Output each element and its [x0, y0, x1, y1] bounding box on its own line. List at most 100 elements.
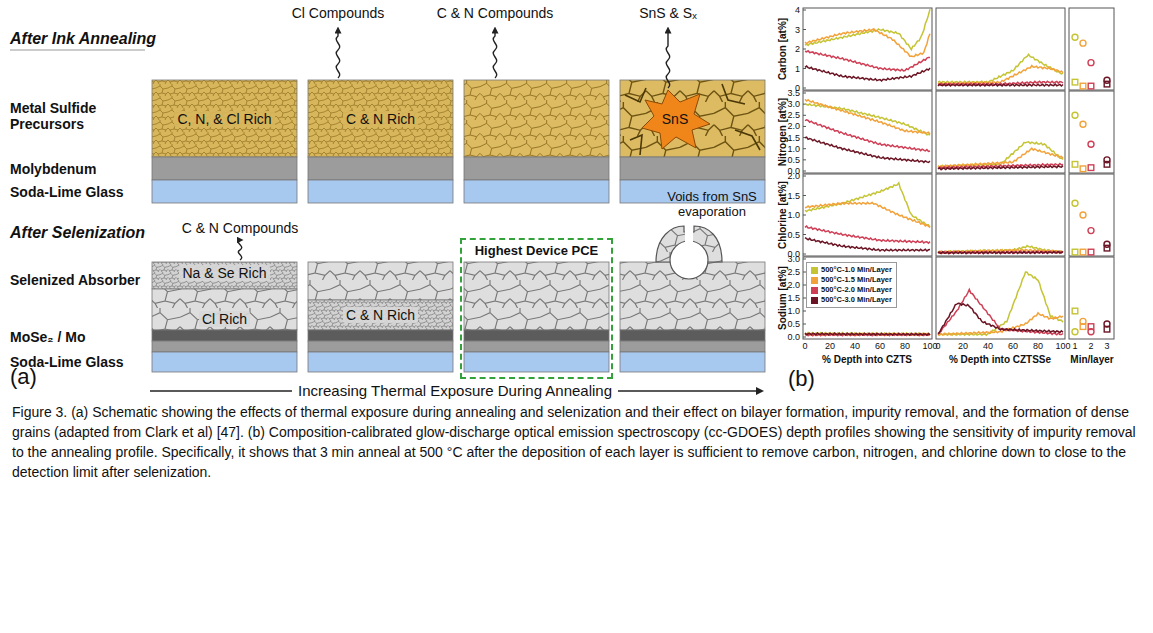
legend-entry: 500°C-2.0 Min/Layer [811, 285, 892, 295]
label: Voids from SnS evaporation [656, 190, 768, 220]
plot-frame [1069, 174, 1114, 256]
label: 0 [935, 341, 940, 351]
label: 2 [795, 44, 800, 54]
layer-note: Na & Se Rich [179, 265, 269, 281]
profile-curve [805, 9, 930, 50]
tick [803, 195, 806, 196]
label: MoSe₂ / Mo [10, 329, 85, 345]
profile-curve [938, 289, 1063, 334]
data-point [1104, 77, 1110, 83]
legend-text: 500°C-2.0 Min/Layer [821, 285, 892, 295]
plot-frame [936, 8, 1065, 90]
evolving-gas [238, 30, 669, 260]
label: 60 [875, 341, 885, 351]
label: 80 [900, 341, 910, 351]
label: 1.5 [787, 132, 800, 142]
plot-frame [803, 257, 932, 339]
precursor-layer: C, N, & Cl Rich [152, 80, 297, 157]
label: 2.0 [787, 121, 800, 131]
highlight-box: Highest Device PCE [460, 238, 613, 379]
legend-text: 500°C-1.0 Min/Layer [821, 265, 892, 275]
top-stacks [152, 80, 765, 203]
profile-curve [805, 29, 930, 57]
tick [803, 93, 806, 94]
profile-curve [938, 246, 1063, 253]
plot-frame [803, 8, 932, 90]
gdoes-plots [803, 8, 1114, 339]
profile-curve [805, 99, 930, 134]
tick [803, 29, 806, 30]
profile-curve [938, 251, 1063, 253]
label: C & N Compounds [182, 220, 299, 236]
data-point [1088, 249, 1094, 255]
profile-curve [938, 54, 1063, 83]
tick [803, 159, 806, 160]
data-point [1104, 81, 1110, 87]
legend-text: 500°C-1.5 Min/Layer [821, 275, 892, 285]
data-point [1088, 228, 1094, 234]
plot-frame [936, 91, 1065, 173]
label: 100 [922, 341, 937, 351]
label: 60 [1008, 341, 1018, 351]
label: 1.5 [787, 190, 800, 200]
label: 3.0 [787, 254, 800, 264]
data-point [1080, 212, 1086, 218]
label: 20 [958, 341, 968, 351]
layer-note: Cl Rich [199, 311, 250, 327]
tick [803, 126, 806, 127]
label: Chlorine [at%] [777, 181, 789, 249]
plot-frame [803, 91, 932, 173]
label: Sodium [at%] [777, 266, 789, 330]
label: 40 [983, 341, 993, 351]
legend-box: 500°C-1.0 Min/Layer500°C-1.5 Min/Layer50… [806, 262, 897, 308]
profile-curve [938, 166, 1063, 170]
tick [803, 115, 806, 116]
label: Carbon [at%] [777, 18, 789, 80]
tick [803, 337, 806, 338]
label: 2 [1088, 341, 1093, 351]
profile-curve [938, 252, 1063, 254]
figure-caption: Figure 3. (a) Schematic showing the effe… [12, 402, 1140, 482]
void [656, 225, 722, 279]
profile-curve [938, 303, 1063, 333]
label: Soda-Lime Glass [10, 184, 124, 200]
label: (a) [10, 364, 37, 389]
layer-note: C & N Rich [343, 307, 418, 323]
data-point [1072, 162, 1078, 168]
tick [803, 254, 806, 255]
label: 0.5 [787, 319, 800, 329]
data-point [1080, 83, 1086, 89]
legend-swatch [811, 277, 818, 284]
label: 3.5 [787, 88, 800, 98]
data-point [1088, 141, 1094, 147]
sns-phase [642, 90, 710, 149]
label: 3 [795, 24, 800, 34]
label: 1.0 [787, 210, 800, 220]
profile-curve [938, 142, 1063, 167]
profile-curve [805, 334, 930, 336]
data-point [1080, 121, 1086, 127]
grain-cracks [625, 84, 760, 155]
tick [803, 88, 806, 89]
label: After Selenization [10, 224, 145, 242]
profile-curve [805, 333, 930, 335]
tick [803, 324, 806, 325]
data-point [1072, 112, 1078, 118]
layer-note: C & N Rich [343, 111, 418, 127]
profile-curve [805, 333, 930, 335]
data-point [1080, 324, 1086, 330]
legend-entry: 500°C-1.0 Min/Layer [811, 265, 892, 275]
label: SnS & Sₓ [639, 5, 697, 21]
profile-curve [805, 226, 930, 243]
tick [803, 259, 806, 260]
data-point [1072, 329, 1078, 335]
label: Increasing Thermal Exposure During Annea… [292, 382, 618, 399]
label: % Depth into CZTSSe [949, 354, 1051, 366]
profile-curve [805, 120, 930, 151]
profile-curve [805, 334, 930, 336]
bottom-stacks [152, 262, 765, 372]
data-point [1072, 79, 1078, 85]
profile-curve [938, 84, 1063, 86]
